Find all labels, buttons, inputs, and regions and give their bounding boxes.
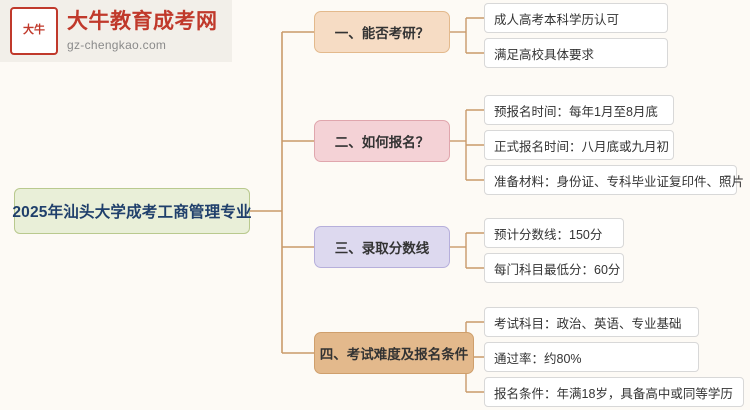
leaf-node-4-3: 报名条件：年满18岁，具备高中或同等学历: [484, 377, 744, 407]
logo-text-block: 大牛教育成考网 gz-chengkao.com: [67, 10, 218, 51]
mindmap-root-node: 2025年汕头大学成考工商管理专业: [12, 188, 252, 234]
leaf-label-4-3: 报名条件：年满18岁，具备高中或同等学历: [494, 386, 733, 401]
leaf-node-2-2: 正式报名时间：八月底或九月初: [484, 130, 674, 160]
leaf-node-2-1: 预报名时间：每年1月至8月底: [484, 95, 674, 125]
branch-label-2: 二、如何报名？: [334, 135, 430, 150]
mindmap-root-label: 2025年汕头大学成考工商管理专业: [12, 204, 252, 221]
branch-node-3: 三、录取分数线: [314, 226, 450, 268]
leaf-node-3-2: 每门科目最低分：60分: [484, 253, 624, 283]
branch-node-2: 二、如何报名？: [314, 120, 450, 162]
leaf-label-4-2: 通过率：约80%: [494, 351, 582, 366]
site-logo: 大牛 大牛教育成考网 gz-chengkao.com: [0, 0, 232, 62]
leaf-label-3-1: 预计分数线：150分: [494, 227, 603, 242]
leaf-label-3-2: 每门科目最低分：60分: [494, 262, 621, 277]
logo-title: 大牛教育成考网: [67, 10, 218, 34]
leaf-node-4-2: 通过率：约80%: [484, 342, 699, 372]
logo-subtitle: gz-chengkao.com: [67, 37, 167, 52]
leaf-label-2-2: 正式报名时间：八月底或九月初: [494, 139, 670, 154]
branch-label-4: 四、考试难度及报名条件: [319, 347, 469, 362]
branch-label-3: 三、录取分数线: [334, 241, 430, 256]
leaf-node-1-2: 满足高校具体要求: [484, 38, 668, 68]
branch-node-1: 一、能否考研？: [314, 11, 450, 53]
leaf-node-1-1: 成人高考本科学历认可: [484, 3, 668, 33]
leaf-label-2-1: 预报名时间：每年1月至8月底: [494, 104, 658, 119]
leaf-label-4-1: 考试科目：政治、英语、专业基础: [494, 316, 682, 331]
leaf-node-3-1: 预计分数线：150分: [484, 218, 624, 248]
leaf-node-2-3: 准备材料：身份证、专科毕业证复印件、照片: [484, 165, 744, 195]
leaf-label-1-1: 成人高考本科学历认可: [494, 12, 620, 27]
branch-node-4: 四、考试难度及报名条件: [314, 332, 474, 374]
bull-logo-icon: 大牛: [10, 7, 58, 55]
leaf-label-1-2: 满足高校具体要求: [494, 47, 595, 62]
leaf-label-2-3: 准备材料：身份证、专科毕业证复印件、照片: [494, 174, 745, 189]
leaf-node-4-1: 考试科目：政治、英语、专业基础: [484, 307, 699, 337]
branch-label-1: 一、能否考研？: [334, 26, 430, 41]
